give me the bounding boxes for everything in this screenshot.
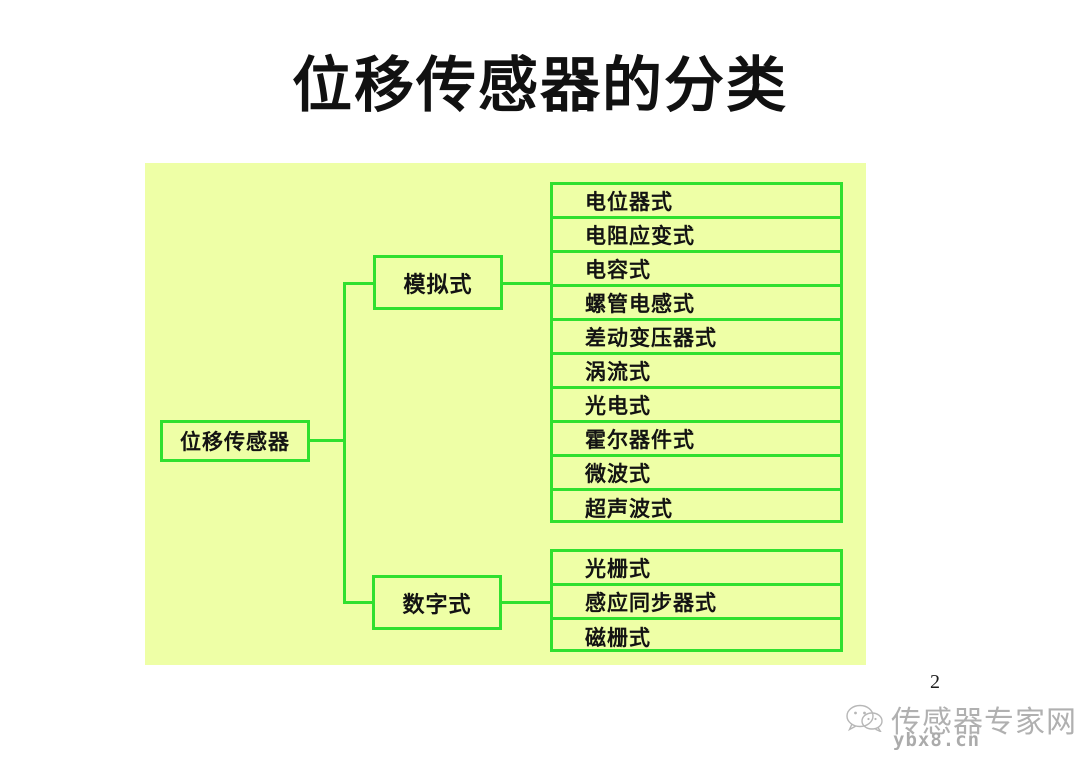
page-title: 位移传感器的分类: [292, 51, 788, 121]
list-item: 感应同步器式: [553, 586, 840, 620]
node-branch-digital: 数字式: [372, 575, 502, 630]
connector-trunk-vertical: [343, 282, 346, 604]
node-branch-analog: 模拟式: [373, 255, 503, 310]
analog-type-list: 电位器式 电阻应变式 电容式 螺管电感式 差动变压器式 涡流式 光电式 霍尔器件…: [550, 182, 843, 523]
watermark-site-name: 传感器专家网: [891, 706, 1077, 739]
list-item: 差动变压器式: [553, 321, 840, 355]
list-item: 微波式: [553, 457, 840, 491]
page-number: 2: [930, 671, 940, 693]
list-item: 电阻应变式: [553, 219, 840, 253]
connector-analog-to-list: [501, 282, 552, 285]
list-item: 涡流式: [553, 355, 840, 389]
classification-diagram-panel: 位移传感器 模拟式 数字式 电位器式 电阻应变式 电容式 螺管电感式 差动变压器…: [145, 163, 866, 665]
connector-root-to-trunk: [310, 439, 346, 442]
list-item: 超声波式: [585, 497, 673, 521]
list-item: 磁栅式: [585, 626, 651, 650]
list-item: 螺管电感式: [553, 287, 840, 321]
node-root-displacement-sensor: 位移传感器: [160, 420, 310, 462]
list-item: 电位器式: [553, 185, 840, 219]
connector-trunk-to-analog: [343, 282, 375, 285]
digital-type-list: 光栅式 感应同步器式 磁栅式: [550, 549, 843, 652]
list-item: 光栅式: [553, 552, 840, 586]
connector-trunk-to-digital: [343, 601, 375, 604]
list-item: 电容式: [553, 253, 840, 287]
watermark: 传感器专家网 ybx8.cn: [845, 697, 1077, 755]
watermark-site-url: ybx8.cn: [893, 729, 981, 751]
list-item: 霍尔器件式: [553, 423, 840, 457]
connector-digital-to-list: [501, 601, 552, 604]
list-item: 光电式: [553, 389, 840, 423]
wechat-icon: [845, 702, 885, 736]
